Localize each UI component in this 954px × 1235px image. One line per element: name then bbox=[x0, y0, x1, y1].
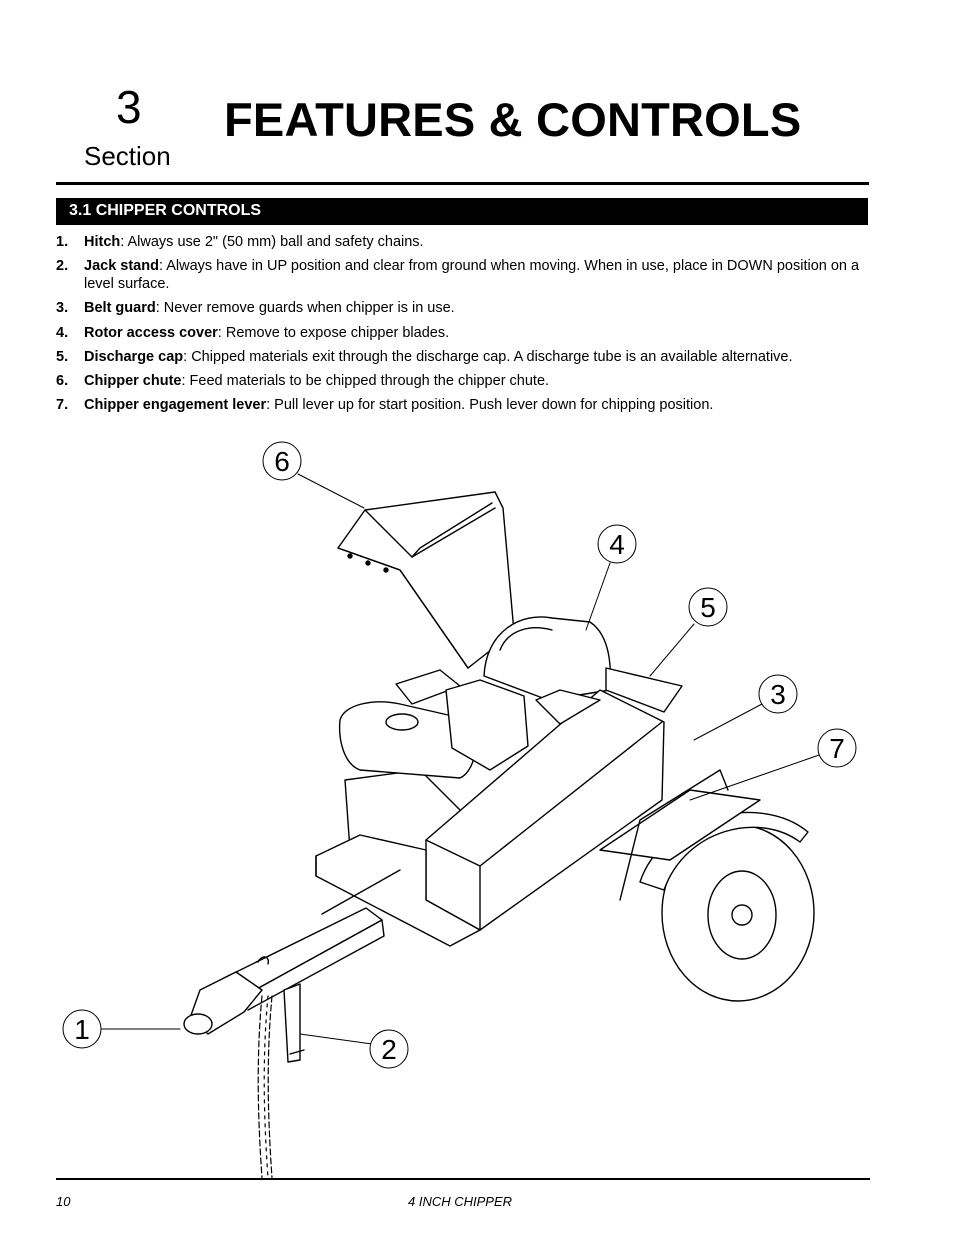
page-title: FEATURES & CONTROLS bbox=[224, 93, 802, 146]
item-description: : Never remove guards when chipper is in… bbox=[155, 300, 455, 317]
controls-list: 1. Hitch: Always use 2" (50 mm) ball and … bbox=[56, 233, 876, 420]
footer-title: 4 INCH CHIPPER bbox=[408, 1194, 513, 1209]
subsection-title: 3.1 CHIPPER CONTROLS bbox=[69, 202, 262, 219]
item-description: : Feed materials to be chipped through t… bbox=[181, 372, 550, 389]
item-term: Rotor access cover bbox=[84, 324, 218, 341]
list-item: 6. Chipper chute: Feed materials to be ch… bbox=[56, 372, 876, 390]
item-term: Discharge cap bbox=[84, 348, 184, 365]
item-number: 2. bbox=[56, 258, 69, 275]
item-description: : Remove to expose chipper blades. bbox=[217, 324, 450, 341]
callout-label: 3 bbox=[770, 679, 786, 710]
list-item: 1. Hitch: Always use 2" (50 mm) ball and … bbox=[56, 233, 876, 251]
callout-circles bbox=[62, 441, 857, 1069]
list-item: 3. Belt guard: Never remove guards when c… bbox=[56, 299, 876, 317]
item-term: Chipper engagement lever bbox=[84, 397, 267, 414]
safety-chains-drawing bbox=[257, 995, 273, 1179]
item-number: 6. bbox=[56, 372, 69, 389]
item-description: : Always use 2" (50 mm) ball and safety … bbox=[120, 234, 424, 250]
callout-label: 4 bbox=[609, 529, 625, 560]
item-term: Hitch bbox=[84, 234, 121, 250]
item-number: 1. bbox=[56, 234, 69, 250]
callout-label: 6 bbox=[274, 446, 290, 477]
hitch-drawing bbox=[183, 956, 270, 1035]
base-plate-drawing bbox=[315, 834, 481, 947]
callout-leader-lines bbox=[100, 473, 823, 1045]
list-item: 5. Discharge cap: Chipped materials exit … bbox=[56, 348, 876, 366]
callout-label: 1 bbox=[74, 1014, 90, 1045]
list-item: 4. Rotor access cover: Remove to expose c… bbox=[56, 324, 876, 342]
item-description: : Pull lever up for start position. Push… bbox=[266, 397, 714, 414]
item-term: Chipper chute bbox=[84, 372, 182, 389]
footer-divider bbox=[56, 1178, 870, 1180]
item-description: : Chipped materials exit through the dis… bbox=[183, 348, 793, 365]
chipper-illustration: 6 4 5 3 7 1 2 bbox=[62, 441, 857, 1179]
section-label: Section bbox=[84, 141, 171, 171]
item-term: Jack stand bbox=[84, 258, 159, 275]
callout-label: 5 bbox=[700, 592, 716, 623]
chipper-chute-drawing bbox=[337, 491, 515, 669]
frame-drawing bbox=[599, 769, 761, 901]
item-number: 4. bbox=[56, 324, 69, 341]
item-number: 7. bbox=[56, 397, 69, 414]
item-description: : Always have in UP position and clear f… bbox=[84, 258, 860, 293]
item-term: Belt guard bbox=[84, 300, 156, 317]
list-item: 7. Chipper engagement lever: Pull lever u… bbox=[56, 396, 876, 414]
engine-drawing bbox=[338, 669, 529, 871]
callout-label: 7 bbox=[829, 733, 845, 764]
callout-label: 2 bbox=[381, 1034, 397, 1065]
section-number: 3 bbox=[116, 81, 142, 133]
page-number: 10 bbox=[56, 1194, 71, 1209]
item-number: 5. bbox=[56, 348, 69, 365]
list-item: 2. Jack stand: Always have in UP position… bbox=[56, 257, 876, 293]
title-divider bbox=[56, 182, 869, 185]
discharge-cap-drawing bbox=[605, 667, 683, 713]
subsection-header-bar: 3.1 CHIPPER CONTROLS bbox=[56, 198, 868, 225]
jack-stand-drawing bbox=[283, 983, 305, 1063]
item-number: 3. bbox=[56, 300, 69, 317]
